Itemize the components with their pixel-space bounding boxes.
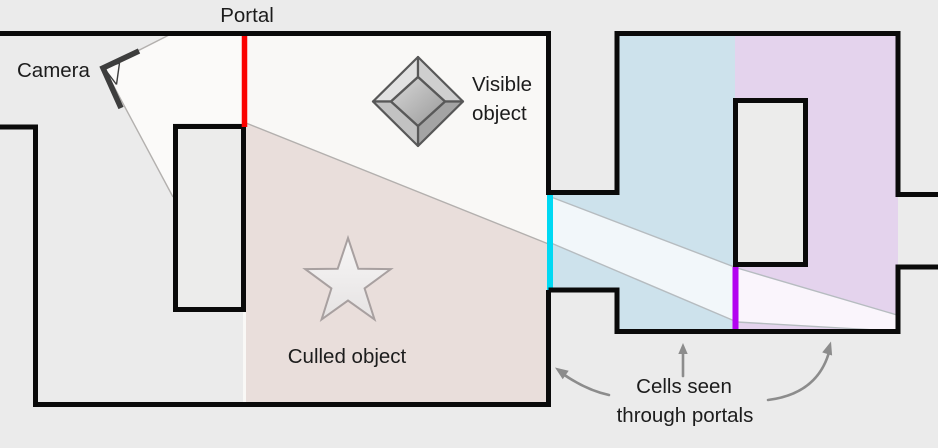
cells-caption-line2: through portals (617, 404, 754, 427)
arrow-to-purple-cell-head (822, 341, 833, 356)
camera-wedge-lower (103, 67, 118, 85)
portal-label: Portal (220, 4, 274, 27)
culled-object-star-icon (302, 234, 394, 322)
visible-object-label-line1: Visible (472, 73, 532, 96)
wall-upper (0, 31, 938, 197)
gem-table-facet (389, 75, 447, 128)
camera-wedge-edge (115, 62, 121, 85)
camera-frustum (104, 33, 243, 197)
arrow-to-blue-cell-head (678, 343, 688, 354)
camera-label: Camera (17, 59, 91, 82)
beam-blue-bottom-edge (550, 242, 738, 323)
camera-wedge-upper (103, 62, 120, 69)
visible-object-label-line2: object (472, 102, 527, 125)
visible-object-gem-icon (371, 55, 465, 148)
arrow-to-visible-room (561, 372, 611, 397)
culled-region (246, 123, 551, 407)
cells-caption-line1: Cells seen (636, 375, 732, 398)
camera-arms (99, 48, 141, 110)
wall-left-room-lower (0, 124, 551, 407)
wall-lower-right (548, 264, 938, 334)
culled-boundary-line (245, 122, 552, 246)
culled-object-label: Culled object (288, 345, 407, 368)
beam-blue-room (551, 197, 737, 322)
walls (0, 31, 938, 407)
beam-purple-top-edge (736, 267, 898, 316)
occluder-box-left (173, 124, 246, 312)
arrow-to-purple-cell (766, 352, 830, 402)
beam-blue-top-edge (550, 196, 738, 269)
occluder-box-right (733, 98, 808, 267)
camera-icon (99, 48, 141, 110)
beam-purple-room (737, 268, 897, 331)
arrow-to-visible-room-head (555, 367, 569, 380)
annotation-arrows (555, 341, 833, 402)
